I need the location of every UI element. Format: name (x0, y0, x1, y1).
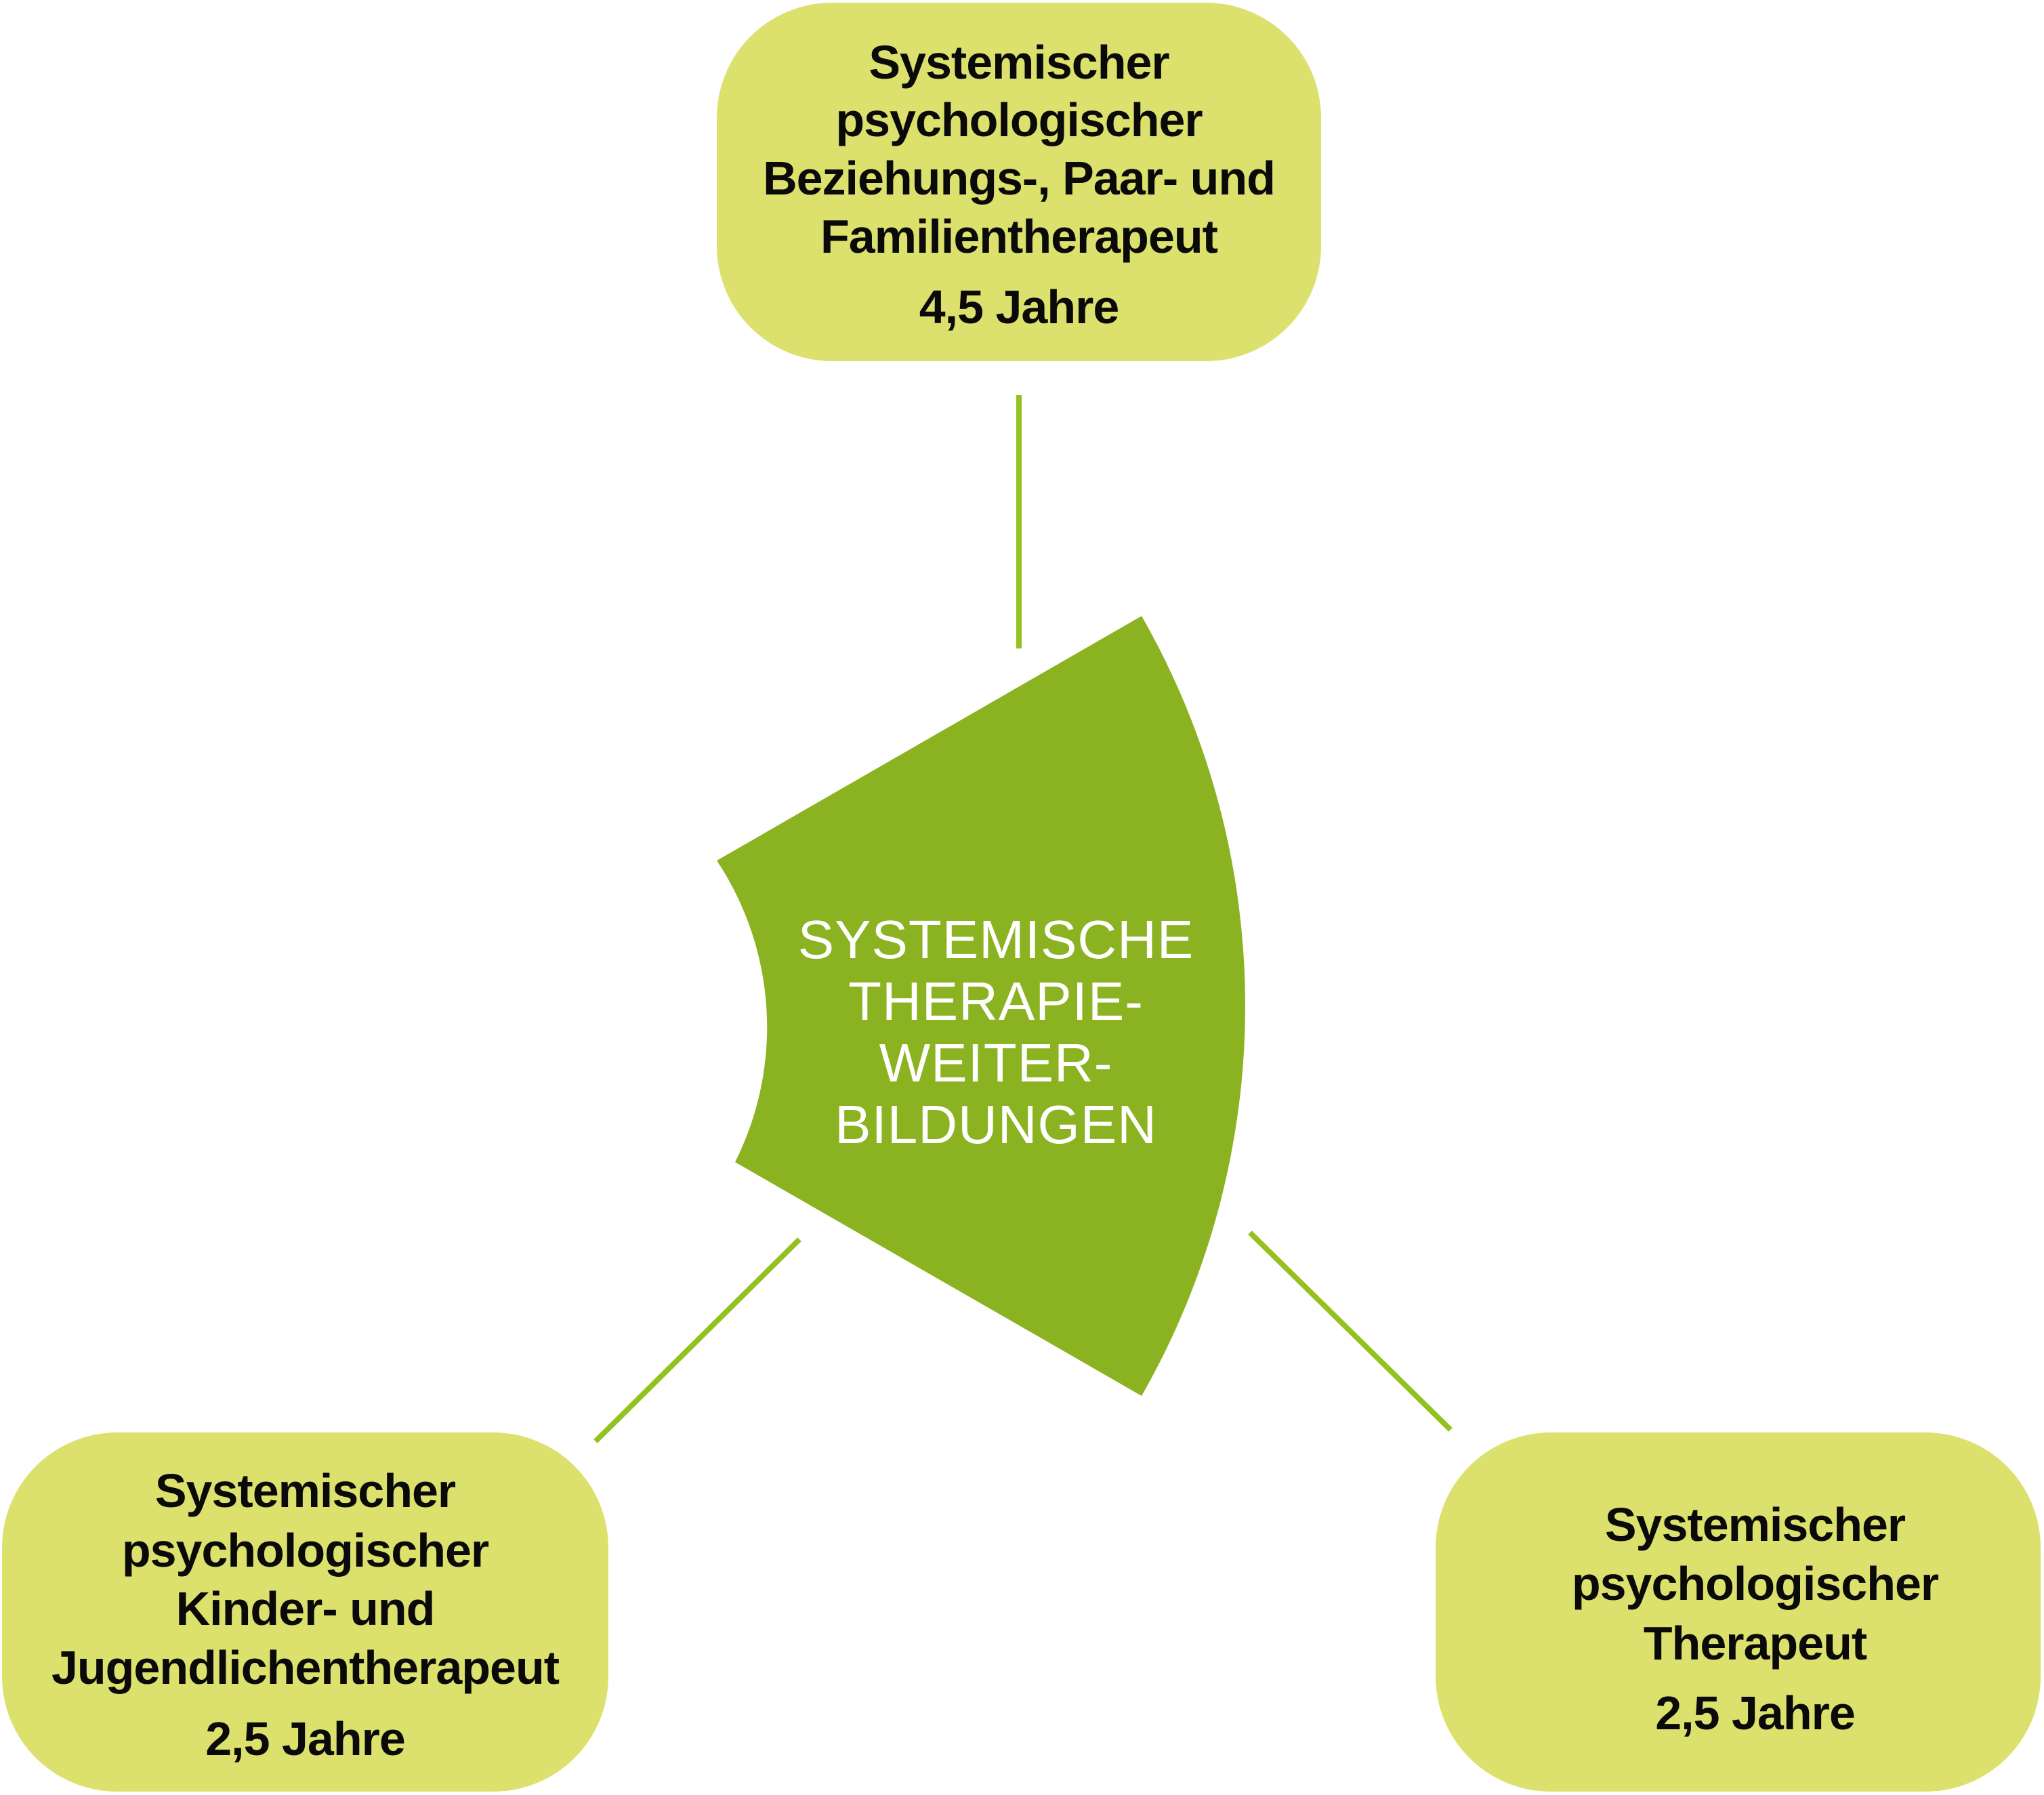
node-top: Systemischer psychologischer Beziehungs-… (717, 3, 1321, 361)
center-label-line: THERAPIE- (848, 971, 1144, 1031)
node-duration: 2,5 Jahre (1655, 1687, 1856, 1739)
node-title-line: Kinder- und (175, 1582, 436, 1635)
node-duration: 2,5 Jahre (205, 1712, 406, 1765)
node-duration: 4,5 Jahre (919, 281, 1120, 333)
node-bottom-right-text: Systemischer psychologischer Therapeut 2… (1469, 1432, 2041, 1792)
node-title-line: psychologischer (1571, 1557, 1939, 1610)
connector-bottom-right (1248, 1231, 1453, 1432)
node-title-line: Systemischer (154, 1464, 456, 1517)
center-label-line: BILDUNGEN (835, 1094, 1157, 1155)
center-wedge-shape (717, 616, 1245, 1396)
node-title-line: Beziehungs-, Paar- und (763, 152, 1276, 205)
node-title-line: Systemischer (869, 36, 1169, 89)
node-title-line: psychologischer (121, 1524, 489, 1577)
node-title-line: Systemischer (1604, 1498, 1906, 1551)
center-label-line: WEITER- (879, 1033, 1113, 1093)
node-title-line: psychologischer (835, 94, 1203, 146)
node-top-text: Systemischer psychologischer Beziehungs-… (717, 3, 1321, 361)
node-bottom-left: Systemischer psychologischer Kinder- und… (2, 1432, 608, 1792)
node-title-line: Therapeut (1643, 1617, 1867, 1670)
node-bottom-right: Systemischer psychologischer Therapeut 2… (1436, 1432, 2041, 1792)
node-title-line: Jugendlichentherapeut (51, 1641, 560, 1694)
node-title-line: Familientherapeut (820, 210, 1218, 263)
connector-bottom-left (593, 1237, 801, 1443)
center-label: SYSTEMISCHE THERAPIE- WEITER- BILDUNGEN (793, 908, 1199, 1165)
center-label-line: SYSTEMISCHE (797, 909, 1194, 970)
node-bottom-left-text: Systemischer psychologischer Kinder- und… (2, 1432, 608, 1792)
